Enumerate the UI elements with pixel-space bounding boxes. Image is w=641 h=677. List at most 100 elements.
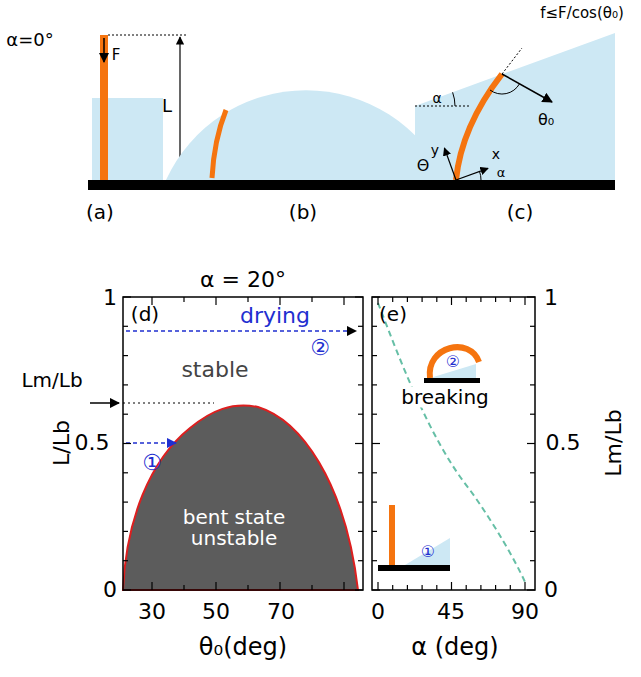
droplet bbox=[166, 90, 446, 180]
tick bbox=[480, 297, 481, 302]
liquid bbox=[405, 538, 450, 565]
panel-e bbox=[372, 297, 535, 590]
tick bbox=[311, 585, 312, 590]
tick bbox=[436, 297, 437, 302]
angle-arc bbox=[480, 171, 482, 180]
tick bbox=[355, 589, 363, 590]
tick bbox=[372, 502, 377, 503]
callout-number: ① bbox=[421, 544, 435, 561]
tick bbox=[358, 326, 363, 327]
length-label: L bbox=[162, 97, 172, 116]
path-label: drying bbox=[240, 304, 310, 327]
path-arrow bbox=[126, 330, 356, 332]
tick-label: 30 bbox=[138, 600, 166, 623]
y-axis-arrow bbox=[444, 148, 456, 180]
tick bbox=[530, 531, 535, 532]
tick bbox=[527, 589, 535, 590]
panel-label: (c) bbox=[507, 202, 534, 223]
substrate bbox=[88, 180, 615, 190]
tick-label: 0 bbox=[103, 578, 117, 601]
axis-title: α (deg) bbox=[411, 635, 498, 660]
rod bbox=[100, 35, 108, 180]
tick bbox=[372, 414, 377, 415]
tick bbox=[343, 582, 344, 590]
tick bbox=[407, 585, 408, 590]
tick bbox=[372, 472, 377, 473]
substrate bbox=[378, 565, 450, 571]
callout-number: ① bbox=[142, 451, 162, 474]
tick bbox=[123, 502, 128, 503]
panel-label: (e) bbox=[379, 304, 407, 325]
tick-label: 70 bbox=[267, 600, 295, 623]
tick bbox=[510, 297, 511, 302]
rod bbox=[212, 110, 226, 178]
substrate bbox=[424, 378, 480, 383]
tick bbox=[123, 414, 128, 415]
angle-label: α bbox=[432, 91, 441, 106]
axis-label: x bbox=[492, 147, 500, 162]
panel-d bbox=[90, 297, 363, 590]
tick bbox=[358, 355, 363, 356]
tick bbox=[343, 297, 344, 305]
panel-label: (b) bbox=[289, 202, 317, 223]
tick bbox=[123, 531, 128, 532]
tick bbox=[311, 297, 312, 302]
tick bbox=[372, 296, 380, 297]
panel-a bbox=[92, 35, 186, 180]
dotted-line bbox=[415, 106, 470, 107]
tick bbox=[407, 297, 408, 302]
angle-label: α bbox=[497, 166, 506, 180]
axes-box bbox=[123, 297, 363, 590]
angle-label: Θ bbox=[417, 158, 430, 175]
tick-label: 1 bbox=[103, 286, 117, 309]
tick bbox=[355, 443, 363, 444]
tick-label: 0 bbox=[371, 600, 385, 623]
tick bbox=[392, 585, 393, 590]
tick bbox=[530, 502, 535, 503]
tick bbox=[392, 297, 393, 302]
axes-box bbox=[372, 297, 535, 590]
tick bbox=[372, 531, 377, 532]
tick bbox=[527, 296, 535, 297]
region-label: stable bbox=[181, 358, 248, 381]
axis-title: θ₀(deg) bbox=[199, 635, 287, 660]
critical-length-curve bbox=[378, 303, 525, 582]
tick bbox=[422, 585, 423, 590]
tick bbox=[495, 585, 496, 590]
tick-label: 0 bbox=[544, 578, 558, 601]
tick bbox=[372, 560, 377, 561]
tick-label: 45 bbox=[437, 600, 465, 623]
axis-label: y bbox=[431, 143, 439, 158]
tick bbox=[480, 585, 481, 590]
tick bbox=[279, 582, 280, 590]
tick bbox=[358, 472, 363, 473]
dotted-line bbox=[123, 403, 214, 404]
panel-label: (d) bbox=[131, 304, 159, 325]
rod bbox=[430, 347, 479, 378]
liquid bbox=[415, 33, 615, 180]
panel-c bbox=[415, 33, 615, 180]
tick bbox=[358, 560, 363, 561]
tick bbox=[527, 443, 535, 444]
tick bbox=[530, 560, 535, 561]
tick-label: 0.5 bbox=[546, 431, 581, 454]
panel-b bbox=[166, 90, 446, 180]
pointer-arrow bbox=[90, 402, 119, 404]
tick bbox=[215, 582, 216, 590]
panel-title: α = 20° bbox=[200, 268, 286, 291]
force-arrow bbox=[502, 74, 552, 102]
axis-title: L/Lb bbox=[50, 420, 73, 466]
angle-label: α=0° bbox=[6, 31, 53, 50]
tick bbox=[358, 531, 363, 532]
panel-label: (a) bbox=[86, 202, 114, 223]
tick bbox=[451, 582, 452, 590]
tick bbox=[530, 355, 535, 356]
tick bbox=[247, 297, 248, 302]
rod bbox=[456, 74, 502, 180]
tick bbox=[123, 326, 128, 327]
tick bbox=[247, 585, 248, 590]
tangent-line bbox=[502, 48, 522, 74]
path-arrow bbox=[126, 442, 176, 444]
tick-label: 0.5 bbox=[75, 431, 110, 454]
tick-marks bbox=[123, 297, 535, 590]
